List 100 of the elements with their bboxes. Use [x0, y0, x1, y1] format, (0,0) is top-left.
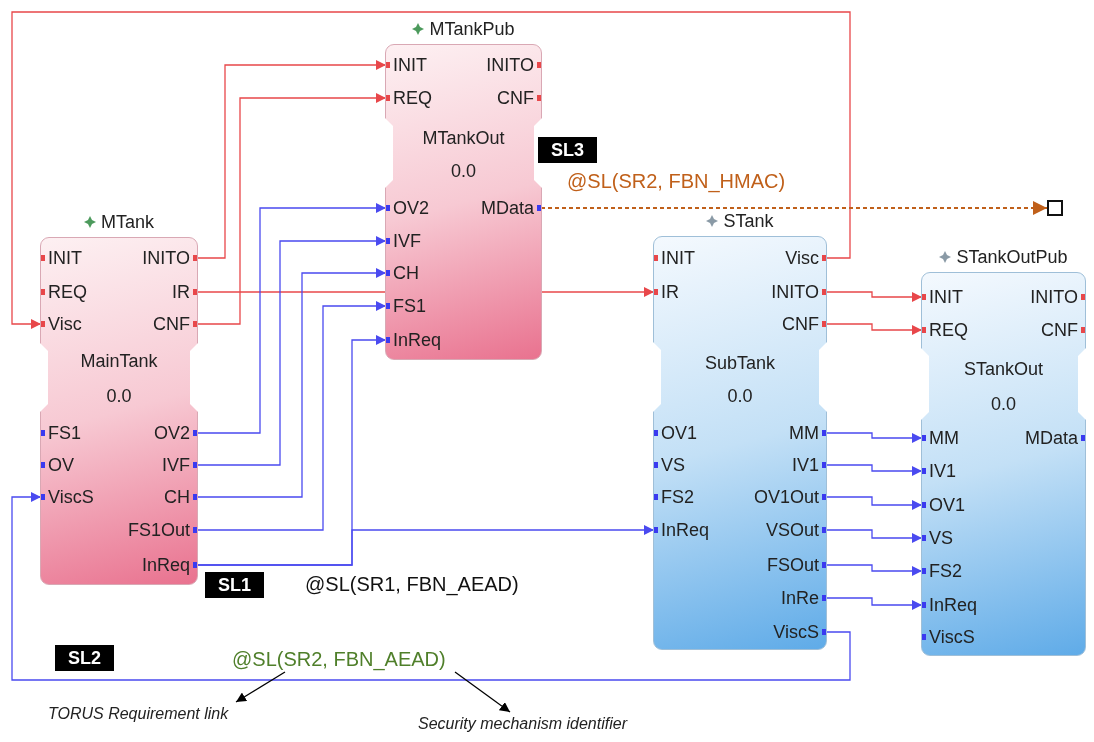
node-box	[822, 255, 826, 261]
port-label: INIT	[654, 247, 702, 269]
port-label: FS1	[386, 295, 433, 317]
arrow	[825, 529, 923, 543]
port-label: INIT	[922, 286, 970, 308]
port-label: VSOut	[758, 519, 826, 541]
port-label: CH	[157, 486, 197, 508]
node-box	[386, 238, 390, 244]
node-box	[193, 494, 197, 500]
port-label: CNF	[490, 87, 541, 109]
security-level-tag: SL1	[205, 572, 264, 598]
port-label: OV	[41, 454, 81, 476]
port-label: ViscS	[766, 621, 826, 643]
port-label: OV1Out	[746, 486, 826, 508]
terminal-box	[1047, 200, 1063, 216]
node-box	[822, 527, 826, 533]
node-box	[822, 321, 826, 327]
node-box	[922, 435, 926, 441]
arrow	[196, 203, 387, 434]
port-label: CNF	[775, 313, 826, 335]
version-number: 0.0	[727, 385, 753, 408]
node-box	[193, 562, 197, 568]
node-box	[41, 494, 45, 500]
node-box	[41, 462, 45, 468]
node-box	[193, 527, 197, 533]
port-label: MData	[1018, 427, 1085, 449]
node-box	[41, 430, 45, 436]
security-level-tag: SL2	[55, 645, 114, 671]
dashed-arrow	[540, 201, 1048, 215]
version-number: 0.0	[991, 393, 1016, 416]
arrow	[196, 236, 387, 466]
version-number: 0.0	[106, 385, 132, 408]
node-box	[386, 303, 390, 309]
node-box	[41, 289, 45, 295]
port-label: Visc	[41, 313, 89, 335]
port-label: INITO	[479, 54, 541, 76]
block-type-name: MainTank	[80, 350, 158, 373]
node-box	[654, 255, 658, 261]
node-box	[386, 337, 390, 343]
node-box	[537, 62, 541, 68]
node-box	[193, 430, 197, 436]
node-box	[537, 205, 541, 211]
node-box	[922, 535, 926, 541]
port-label: REQ	[386, 87, 439, 109]
node-box	[822, 562, 826, 568]
arrow	[825, 597, 923, 610]
node-box	[822, 289, 826, 295]
port-label: FS2	[654, 486, 701, 508]
port-label: IVF	[155, 454, 197, 476]
node-box	[654, 527, 658, 533]
node-box	[1081, 435, 1085, 441]
port-label: ViscS	[922, 626, 982, 648]
port-label: CH	[386, 262, 426, 284]
port-label: InReq	[386, 329, 449, 351]
node-box	[654, 430, 658, 436]
port-label: INITO	[1023, 286, 1085, 308]
node-box	[822, 430, 826, 436]
arrow	[825, 464, 923, 476]
port-label: InReq	[134, 554, 197, 576]
node-box	[654, 494, 658, 500]
node-box	[822, 595, 826, 601]
node-box	[922, 327, 926, 333]
node-box	[41, 255, 45, 261]
node-box	[1081, 294, 1085, 300]
node-box	[654, 462, 658, 468]
note-text: TORUS Requirement link	[48, 703, 229, 725]
node-box	[386, 205, 390, 211]
port-label: ViscS	[41, 486, 101, 508]
version-number: 0.0	[451, 160, 476, 183]
arrow	[196, 93, 387, 325]
instance-name: STank	[723, 210, 774, 233]
annotation-text: @SL(SR1, FBN_AEAD)	[305, 572, 519, 597]
port-label: OV1	[922, 494, 973, 516]
port-label: CNF	[146, 313, 197, 335]
port-label: MData	[474, 197, 541, 219]
port-label: CNF	[1034, 319, 1085, 341]
arrow	[454, 671, 511, 713]
port-label: IVF	[386, 230, 428, 252]
node-box	[922, 634, 926, 640]
node-box	[537, 95, 541, 101]
node-box	[654, 289, 658, 295]
instance-name: STankOutPub	[956, 246, 1068, 269]
port-label: InReq	[654, 519, 717, 541]
port-label: IV1	[922, 460, 964, 482]
arrow	[196, 268, 387, 498]
port-label: VS	[654, 454, 692, 476]
node-box	[822, 629, 826, 635]
arrow	[11, 492, 851, 681]
arrow	[196, 60, 387, 259]
port-label: IR	[654, 281, 686, 303]
node-box	[193, 289, 197, 295]
arrow	[825, 323, 923, 335]
instance-name: MTankPub	[429, 18, 515, 41]
port-label: InRe	[773, 587, 826, 609]
node-box	[193, 255, 197, 261]
port-label: FS2	[922, 560, 969, 582]
security-level-tag: SL3	[538, 137, 597, 163]
port-label: INIT	[41, 247, 89, 269]
block-type-name: STankOut	[964, 358, 1043, 381]
node-box	[922, 502, 926, 508]
